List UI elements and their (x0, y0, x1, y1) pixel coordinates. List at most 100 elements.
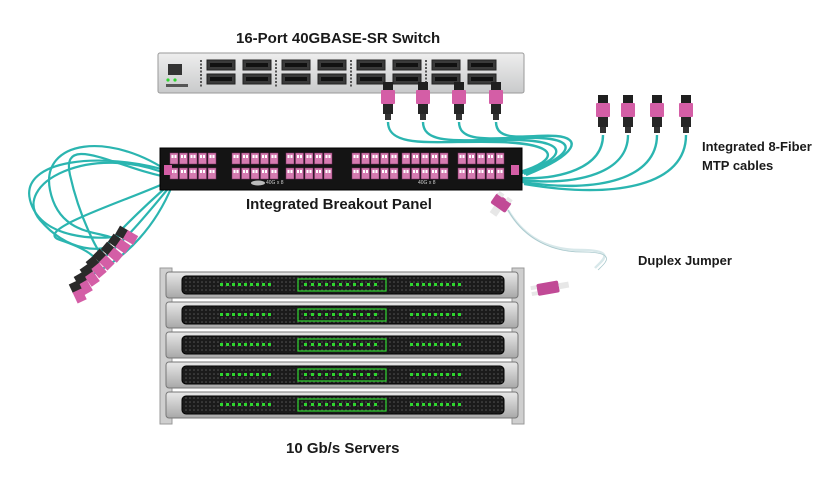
breakout-connectors (68, 225, 139, 304)
server-led (325, 283, 328, 286)
server-led (410, 283, 413, 286)
panel-lc-port (476, 167, 486, 180)
server-led (458, 313, 461, 316)
panel-lc-port (295, 167, 304, 180)
panel-lc-port (370, 152, 380, 165)
panel-port-label: 40G x 8 (266, 180, 284, 186)
panel-lc-port (351, 152, 361, 165)
server-led (304, 343, 307, 346)
server-led (410, 343, 413, 346)
server-led (268, 403, 271, 406)
panel-lc-port (169, 152, 179, 165)
server-led (318, 373, 321, 376)
server-led (452, 373, 455, 376)
server-led (422, 403, 425, 406)
panel-lc-port (351, 167, 361, 180)
server-led (262, 313, 265, 316)
switch-mtp-connectors (381, 82, 503, 120)
panel-lc-port (495, 152, 505, 165)
panel-lc-port (188, 152, 198, 165)
panel-mtp-right (511, 165, 519, 175)
server-led (238, 403, 241, 406)
server-led (325, 343, 328, 346)
panel-lc-port (250, 167, 260, 180)
server-led (220, 343, 223, 346)
server-display (297, 308, 387, 322)
server-led (458, 343, 461, 346)
switch-mtp-connector (489, 82, 503, 120)
panel-lc-port (314, 167, 323, 180)
server-led (238, 343, 241, 346)
switch-mtp-connector (452, 82, 466, 120)
panel-lc-port (486, 167, 495, 180)
panel-lc-port (241, 167, 250, 180)
panel-lc-port (241, 152, 250, 165)
server-unit (165, 301, 519, 329)
server-unit (165, 271, 519, 299)
server-led (428, 343, 431, 346)
server-led (410, 313, 413, 316)
panel-lc-port (250, 152, 260, 165)
server-led (332, 343, 335, 346)
server-led (250, 313, 253, 316)
server-led (262, 403, 265, 406)
server-led (458, 403, 461, 406)
panel-lc-port (198, 167, 207, 180)
panel-badge (251, 180, 265, 186)
panel-mtp-left (164, 165, 172, 175)
server-led (232, 313, 235, 316)
server-led (232, 403, 235, 406)
server-led (311, 283, 314, 286)
server-led (226, 283, 229, 286)
server-led (339, 403, 342, 406)
server-unit (165, 331, 519, 359)
server-led (353, 313, 356, 316)
server-led (458, 373, 461, 376)
server-led (360, 313, 363, 316)
loose-mtp-connector (679, 95, 693, 133)
server-led (318, 313, 321, 316)
server-led (346, 373, 349, 376)
server-led (250, 403, 253, 406)
panel-lc-port (304, 152, 314, 165)
server-led (220, 403, 223, 406)
server-led (374, 283, 377, 286)
server-led (318, 403, 321, 406)
lc-connector-bottom (530, 280, 570, 297)
server-led (325, 313, 328, 316)
panel-lc-port (179, 152, 188, 165)
server-led (346, 283, 349, 286)
server-display (297, 338, 387, 352)
server-led (256, 373, 259, 376)
server-led (353, 283, 356, 286)
server-led (318, 283, 321, 286)
panel-lc-port (401, 167, 411, 180)
server-led (434, 283, 437, 286)
panel-lc-port (231, 152, 241, 165)
server-led (220, 283, 223, 286)
server-led (360, 343, 363, 346)
server-led (446, 313, 449, 316)
server-led (220, 373, 223, 376)
server-led (374, 343, 377, 346)
server-led (440, 403, 443, 406)
server-led (304, 373, 307, 376)
panel-port-label: 40G x 8 (418, 180, 436, 186)
server-led (311, 313, 314, 316)
server-led (458, 283, 461, 286)
server-unit (165, 361, 519, 389)
server-led (232, 283, 235, 286)
server-led (339, 283, 342, 286)
mtp-cables-label-line2: MTP cables (702, 158, 774, 173)
server-led (367, 403, 370, 406)
panel-lc-port (323, 152, 333, 165)
server-led (346, 313, 349, 316)
server-led (360, 283, 363, 286)
server-led (422, 373, 425, 376)
panel-lc-port (467, 167, 476, 180)
server-led (304, 313, 307, 316)
panel-lc-port (486, 152, 495, 165)
server-led (367, 283, 370, 286)
switch-status-led (166, 78, 170, 82)
